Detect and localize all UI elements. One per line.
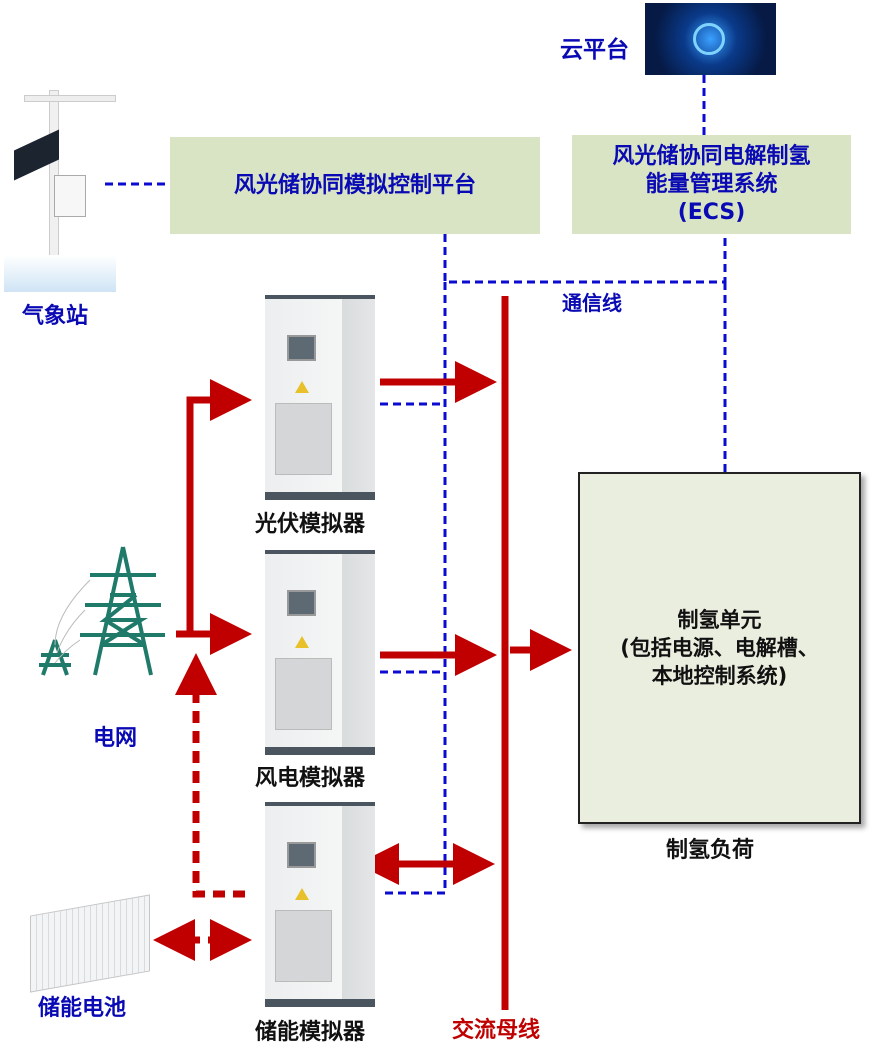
battery-label: 储能电池 [38, 996, 127, 1021]
ecs-line-2: 能量管理系统 [645, 171, 778, 197]
weather-station-image [4, 70, 116, 292]
cloud-hub-icon [693, 23, 725, 55]
comm-line-bus [443, 234, 727, 284]
weather-station-label: 气象站 [22, 304, 89, 329]
ecs-line-3: (ECS) [677, 199, 746, 225]
storage-grid-dashed-line [175, 653, 245, 898]
warning-icon [295, 888, 309, 900]
pv-simulator-cabinet[interactable] [265, 295, 375, 500]
storage-simulator-cabinet[interactable] [265, 802, 375, 1007]
grid-feed-line [176, 379, 252, 638]
storage-simulator-label: 储能模拟器 [255, 1020, 366, 1045]
cloud-platform-image [645, 3, 776, 75]
ecs-box[interactable]: 风光储协同电解制氢 能量管理系统 (ECS) [572, 135, 851, 234]
h2-unit-line-2: (包括电源、电解槽、 [620, 636, 819, 660]
hydrogen-load-caption: 制氢负荷 [666, 838, 755, 863]
grid-label: 电网 [93, 726, 138, 751]
power-tower-icon [39, 546, 165, 676]
warning-icon [295, 381, 309, 393]
cloud-platform-label: 云平台 [560, 37, 629, 63]
wind-simulator-cabinet[interactable] [265, 550, 375, 755]
comm-line-simulators [380, 282, 447, 895]
ecs-line-1: 风光储协同电解制氢 [612, 143, 811, 169]
comm-line-label: 通信线 [562, 291, 622, 315]
h2-unit-line-1: 制氢单元 [677, 608, 762, 632]
pv-simulator-label: 光伏模拟器 [255, 512, 366, 537]
h2-unit-line-3: 本地控制系统) [651, 664, 788, 688]
battery-container-image [30, 885, 150, 993]
sim-control-platform-label: 风光储协同模拟控制平台 [233, 172, 476, 198]
wind-simulator-label: 风电模拟器 [255, 766, 366, 791]
warning-icon [295, 636, 309, 648]
hydrogen-unit-box[interactable]: 制氢单元 (包括电源、电解槽、 本地控制系统) [578, 472, 861, 824]
ac-bus-label: 交流母线 [452, 1018, 541, 1043]
sim-control-platform-box[interactable]: 风光储协同模拟控制平台 [170, 137, 540, 234]
